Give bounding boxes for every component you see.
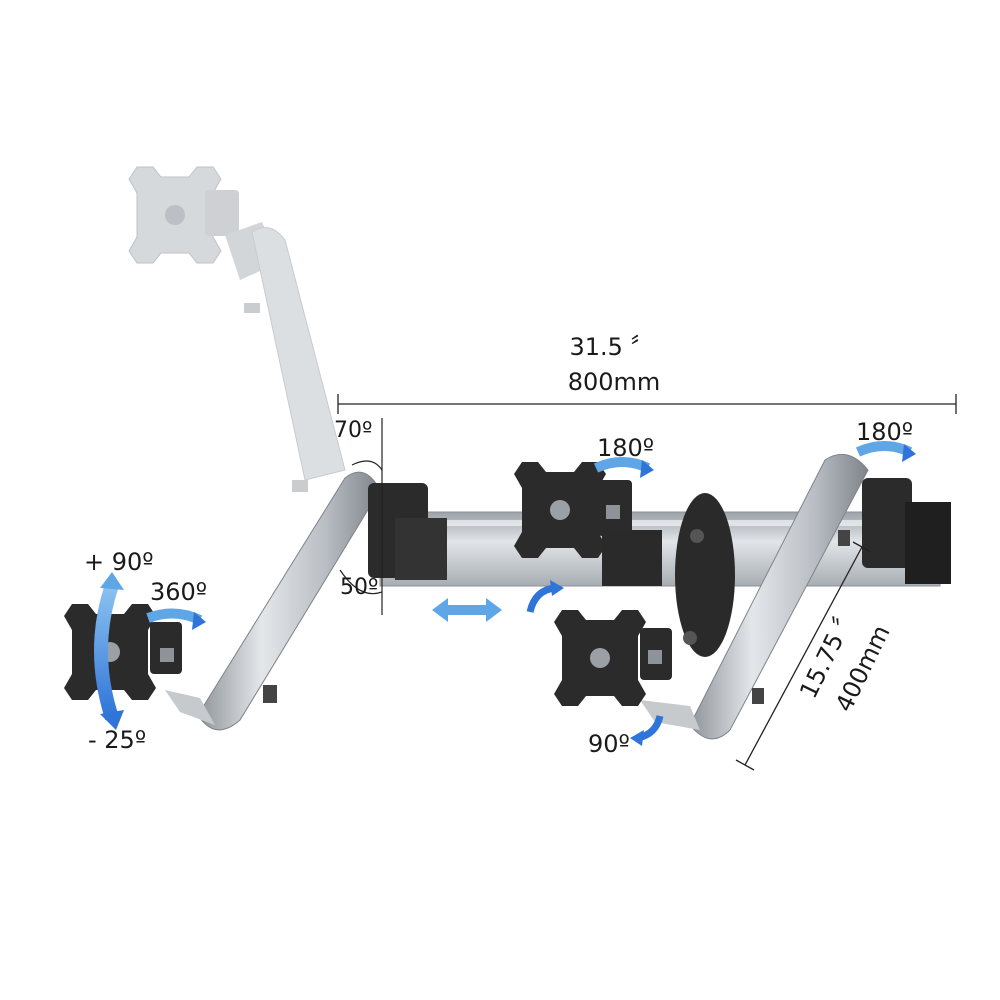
left-rotation-label: 360º [150, 578, 207, 606]
center-vesa-plate [514, 462, 662, 586]
arm-length-dimension [735, 541, 872, 771]
left-arm [165, 471, 447, 731]
center-rotation-label: 180º [597, 434, 654, 462]
bottom-swivel-down-arrow [630, 715, 664, 746]
wall-mount-disc [675, 493, 735, 657]
width-mm-label: 800mm [568, 368, 661, 396]
bottom-vesa-plate [554, 610, 672, 706]
width-dimension [337, 394, 957, 414]
bottom-swivel-up-arrow [526, 580, 564, 613]
left-tilt-up-label: + 90º [84, 548, 154, 576]
width-inches-label: 31.5 〞 [569, 333, 654, 361]
bottom-swivel-label: 90º [588, 730, 630, 758]
swing-angle-top-label: 70º [334, 418, 372, 443]
left-tilt-arrow [94, 572, 124, 730]
slide-arrow [432, 598, 502, 622]
right-rotation-label: 180º [856, 418, 913, 446]
swing-angle-bottom-label: 50º [340, 575, 378, 600]
ghost-arm-position [128, 166, 346, 492]
left-rotation-arrow [146, 608, 206, 630]
right-rotation-arrow [855, 441, 916, 462]
right-arm [640, 453, 951, 740]
center-rotation-arrow [593, 457, 654, 478]
left-tilt-down-label: - 25º [88, 726, 146, 754]
swing-angle-guides [339, 418, 383, 615]
